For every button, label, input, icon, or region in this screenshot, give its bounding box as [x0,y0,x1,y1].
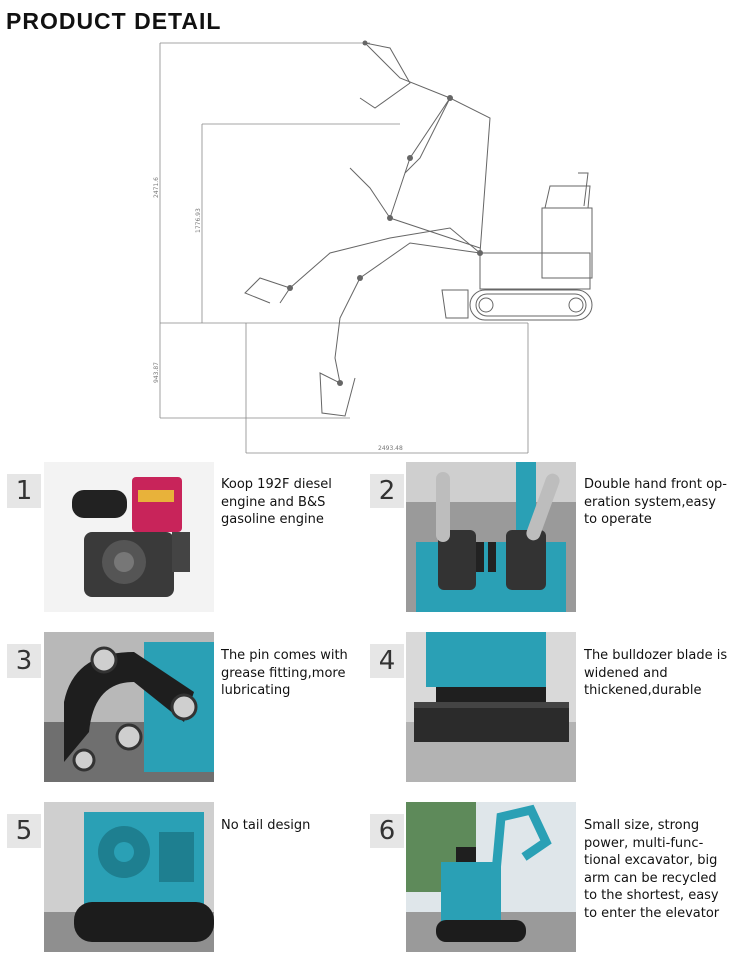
feature-text-3: The pin comes with grease fitting,more l… [221,648,348,698]
feature-number-6: 6 [370,814,404,848]
feature-number-2: 2 [370,474,404,508]
feature-number-3: 3 [7,644,41,678]
feature-number-5: 5 [7,814,41,848]
compact-excavator-photo [406,802,576,952]
feature-number-1: 1 [7,474,41,508]
dim-depth: 943.87 [153,362,160,383]
feature-text-2: Double hand front op- eration system,eas… [584,477,727,527]
feature-text-5: No tail design [221,818,311,833]
pin-grease-photo [44,632,214,782]
no-tail-photo [44,802,214,952]
excavator-dimension-drawing: 2471.6 1776.93 943.87 2493.48 [153,40,593,454]
engine-photo [44,462,214,612]
dim-total-height: 2471.6 [153,177,160,198]
controls-photo [406,462,576,612]
feature-number-4: 4 [370,644,404,678]
feature-text-4: The bulldozer blade is widened and thick… [584,648,728,698]
bulldozer-blade-photo [406,632,576,782]
page-title: PRODUCT DETAIL [6,8,222,34]
feature-text-6: Small size, strong power, multi-func- ti… [584,818,720,921]
dim-width: 2493.48 [378,445,403,452]
dim-mid-height: 1776.93 [195,208,202,233]
feature-text-1: Koop 192F diesel engine and B&S gasoline… [221,477,332,527]
